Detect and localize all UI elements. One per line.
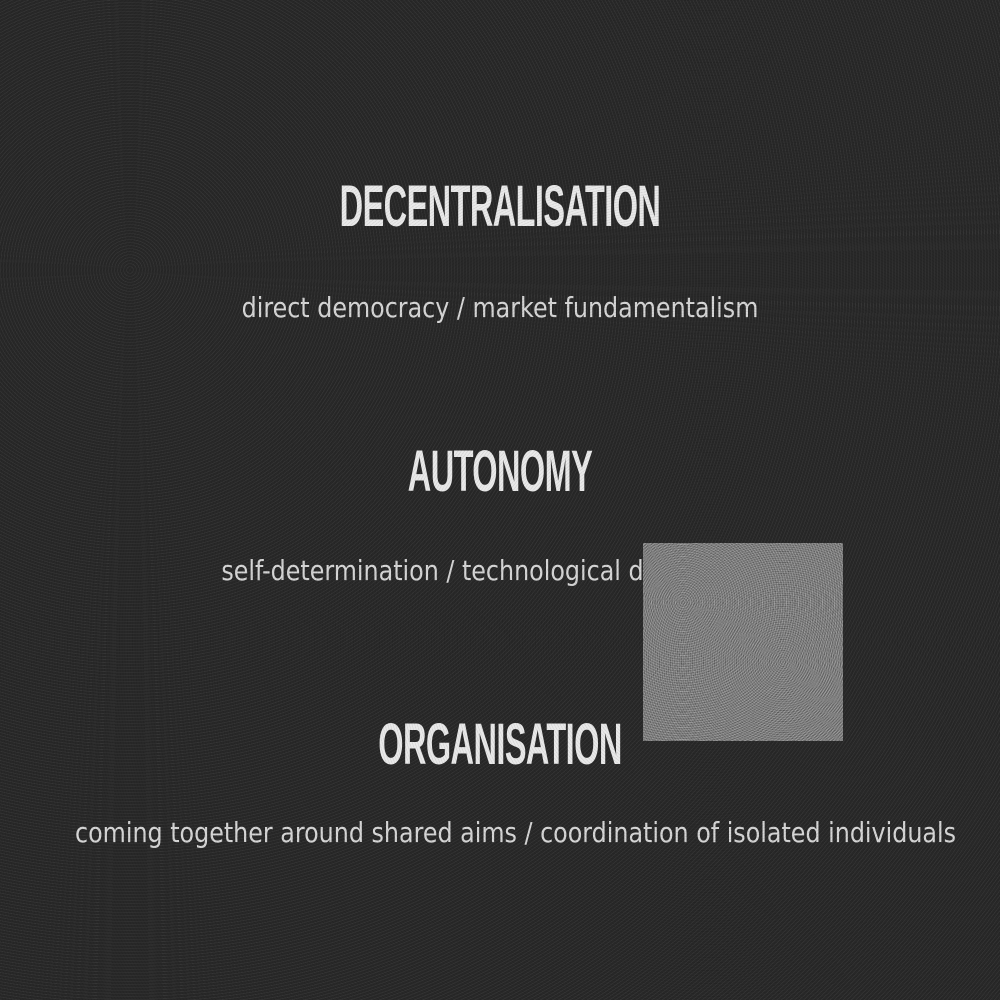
subtitle-decentralisation: direct democracy / market fundamentalism xyxy=(241,291,759,324)
subtitle-organisation: coming together around shared aims / coo… xyxy=(75,816,957,849)
heading-autonomy: AUTONOMY xyxy=(407,439,593,504)
gray-overlay-box xyxy=(643,543,843,741)
heading-decentralisation: DECENTRALISATION xyxy=(339,174,661,239)
heading-organisation: ORGANISATION xyxy=(378,712,622,777)
